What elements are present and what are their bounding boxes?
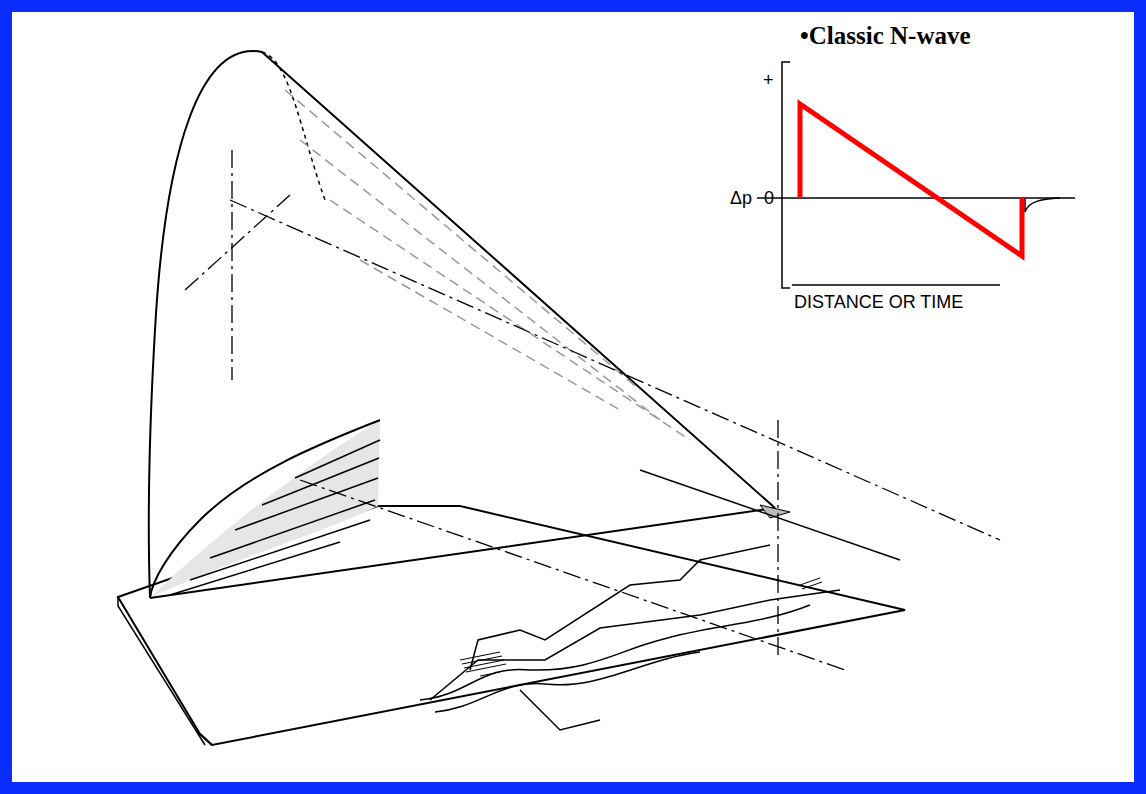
slide-title: •Classic N-wave xyxy=(800,22,971,50)
axis-zero: 0 xyxy=(764,188,774,209)
axis-sign: + xyxy=(763,70,774,91)
axis-label: Δp xyxy=(730,188,752,209)
axis-title: DISTANCE OR TIME xyxy=(794,292,963,313)
